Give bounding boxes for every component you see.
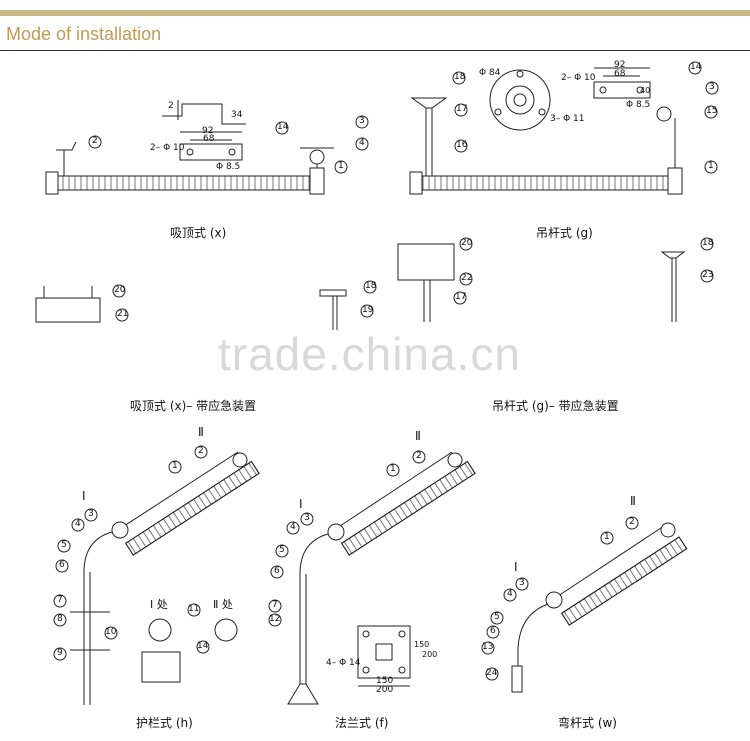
callout: 3 (88, 509, 94, 519)
caption-ceiling: 吸顶式 (x) (170, 226, 227, 240)
dim-2: 2 (168, 101, 174, 111)
emergency-box-small (35, 243, 686, 330)
dim-4phi14: 4– Φ 14 (326, 658, 361, 668)
caption-rod-emergency: 吊杆式 (g)– 带应急装置 (492, 399, 619, 413)
callout: 5 (61, 540, 67, 550)
callout: 10 (105, 627, 117, 637)
callout: 1 (708, 161, 714, 171)
callout: 2 (416, 451, 422, 461)
bracket-drawing (162, 100, 246, 161)
callout: 6 (274, 566, 280, 576)
detail-label-i: Ⅰ 处 (150, 598, 168, 611)
dim-phi84: Φ 84 (479, 68, 501, 78)
top-accent-bar (0, 10, 750, 16)
callout: 3 (709, 82, 715, 92)
callout: 2 (92, 136, 98, 146)
guardrail-mount-fixture (70, 451, 260, 705)
dim-150v: 150 (414, 640, 430, 649)
bent-rod-mount-fixture (511, 522, 688, 693)
callout: 6 (59, 560, 65, 570)
callout: 4 (359, 138, 365, 148)
callout: 21 (117, 309, 129, 319)
callout: 19 (362, 305, 374, 315)
callout: 6 (490, 626, 496, 636)
callout: 18 (365, 281, 377, 291)
dim-200v: 200 (422, 650, 438, 659)
dim-68b: 68 (614, 69, 626, 79)
marker-i: Ⅰ (82, 489, 86, 503)
callout: 14 (197, 641, 209, 651)
callout: 4 (290, 522, 296, 532)
callout: 16 (456, 140, 468, 150)
dim-92b: 92 (614, 60, 626, 70)
callout: 22 (461, 273, 473, 283)
marker-ii-flange: Ⅱ (415, 429, 421, 443)
callout: 2 (198, 446, 204, 456)
dim-40: 40 (640, 86, 651, 95)
callout: 4 (507, 589, 513, 599)
ceiling-mount-fixture (45, 141, 334, 195)
dim-2phi10: 2– Φ 10 (150, 143, 185, 153)
callout: 7 (272, 600, 278, 610)
callout: 18 (454, 72, 466, 82)
callout: 20 (114, 285, 126, 295)
marker-i-flange: Ⅰ (299, 497, 303, 511)
watermark: trade.china.cn (218, 328, 521, 380)
callout: 1 (338, 161, 344, 171)
callout: 9 (57, 648, 63, 658)
dim-92: 92 (202, 126, 214, 136)
dim-200: 200 (376, 685, 394, 695)
callout: 17 (455, 292, 467, 302)
callout: 11 (188, 604, 200, 614)
caption-flange: 法兰式 (f) (335, 716, 389, 730)
section-title: Mode of installation (6, 24, 162, 44)
dim-2phi10b: 2– Φ 10 (561, 73, 596, 83)
callout: 18 (702, 238, 714, 248)
caption-bent-rod: 弯杆式 (w) (558, 716, 617, 730)
callout: 7 (57, 595, 63, 605)
callout: 8 (57, 614, 63, 624)
callout: 12 (269, 614, 281, 624)
marker-ii-bent: Ⅱ (630, 494, 636, 508)
dim-34: 34 (231, 110, 243, 120)
dim-150: 150 (376, 676, 394, 686)
detail-label-ii: Ⅱ 处 (213, 598, 233, 611)
callout: 1 (390, 464, 396, 474)
callout: 14 (690, 62, 702, 72)
flange-plate-drawing (489, 67, 651, 131)
callout: 2 (629, 517, 635, 527)
callout: 23 (702, 270, 714, 280)
dim-phi8-5b: Φ 8.5 (626, 100, 651, 110)
callout: 14 (277, 122, 289, 132)
callout: 5 (279, 545, 285, 555)
header-divider (0, 50, 750, 51)
dim-3phi11: 3– Φ 11 (550, 114, 585, 124)
caption-ceiling-emergency: 吸顶式 (x)– 带应急装置 (130, 399, 257, 413)
flange-mount-fixture (287, 451, 476, 705)
callout: 5 (494, 612, 500, 622)
caption-guardrail: 护栏式 (h) (136, 716, 193, 730)
callout: 1 (604, 532, 610, 542)
callout: 4 (75, 519, 81, 529)
callout-markers (53, 61, 719, 681)
caption-rod: 吊杆式 (g) (536, 226, 593, 240)
callout: 20 (461, 238, 473, 248)
callout: 1 (172, 461, 178, 471)
dim-phi8-5: Φ 8.5 (216, 162, 241, 172)
callout: 15 (706, 106, 718, 116)
marker-i-bent: Ⅰ (514, 560, 518, 574)
callout: 17 (456, 104, 468, 114)
rod-mount-fixture (409, 97, 683, 195)
callout: 3 (359, 116, 365, 126)
callout: 3 (519, 578, 525, 588)
flange-base-drawing (357, 625, 411, 687)
detail-views (141, 618, 238, 683)
marker-ii: Ⅱ (198, 425, 204, 439)
callout: 3 (304, 513, 310, 523)
callout: 13 (482, 642, 494, 652)
callout: 24 (486, 668, 498, 678)
dim-68: 68 (203, 134, 215, 144)
